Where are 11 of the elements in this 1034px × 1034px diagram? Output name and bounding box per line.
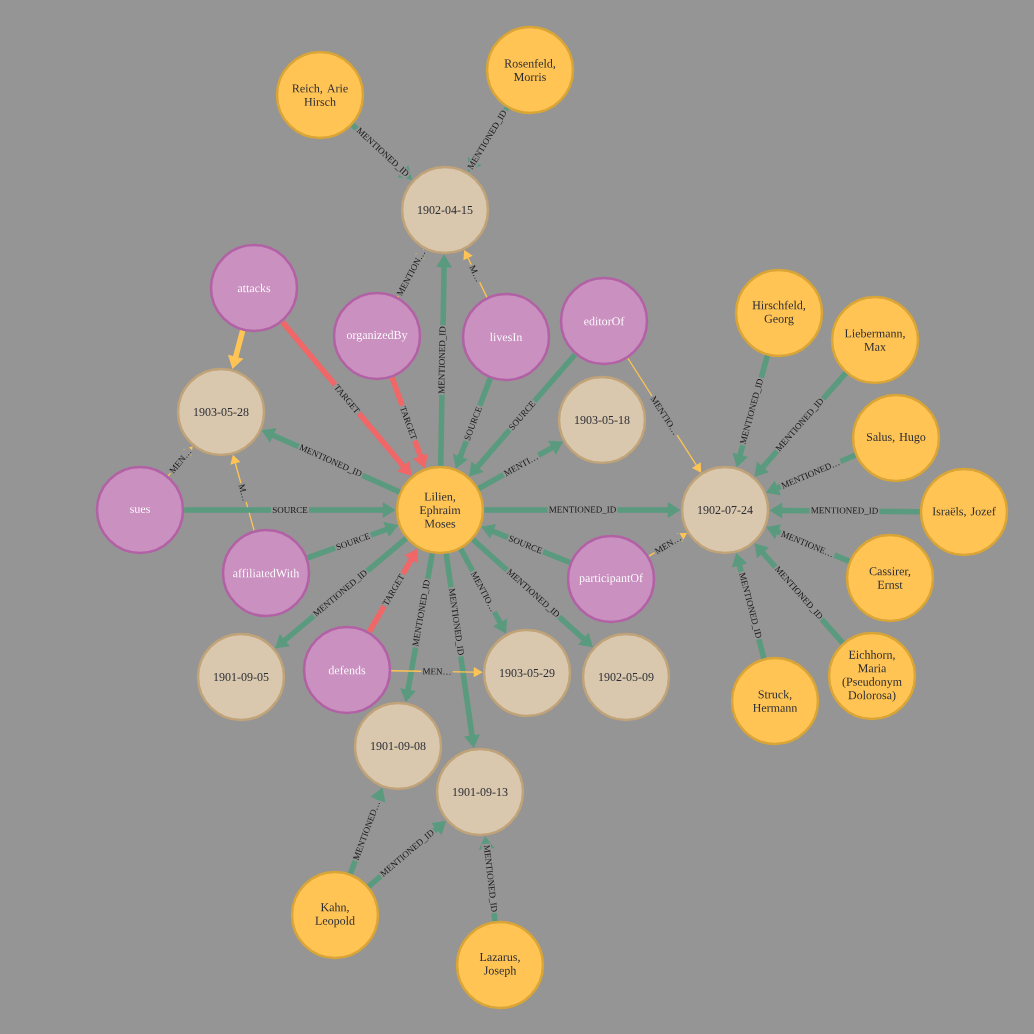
- arrow: [280, 320, 412, 476]
- edge-label: MENTIONED_ID: [437, 325, 448, 396]
- edge-label: MEN…: [421, 667, 453, 676]
- edge-label: MEN…: [652, 532, 684, 557]
- edge-label: MENTIONED_ID: [446, 586, 466, 658]
- edge-label: MENTIONED_ID: [547, 505, 618, 515]
- edge-label: SOURCE: [271, 505, 309, 515]
- edge-label: M…: [467, 262, 484, 285]
- edge-label: MENTIONED_ID: [481, 843, 499, 914]
- edge-label: MENTIONED_ID: [809, 505, 880, 517]
- edge-label: M…: [236, 482, 251, 503]
